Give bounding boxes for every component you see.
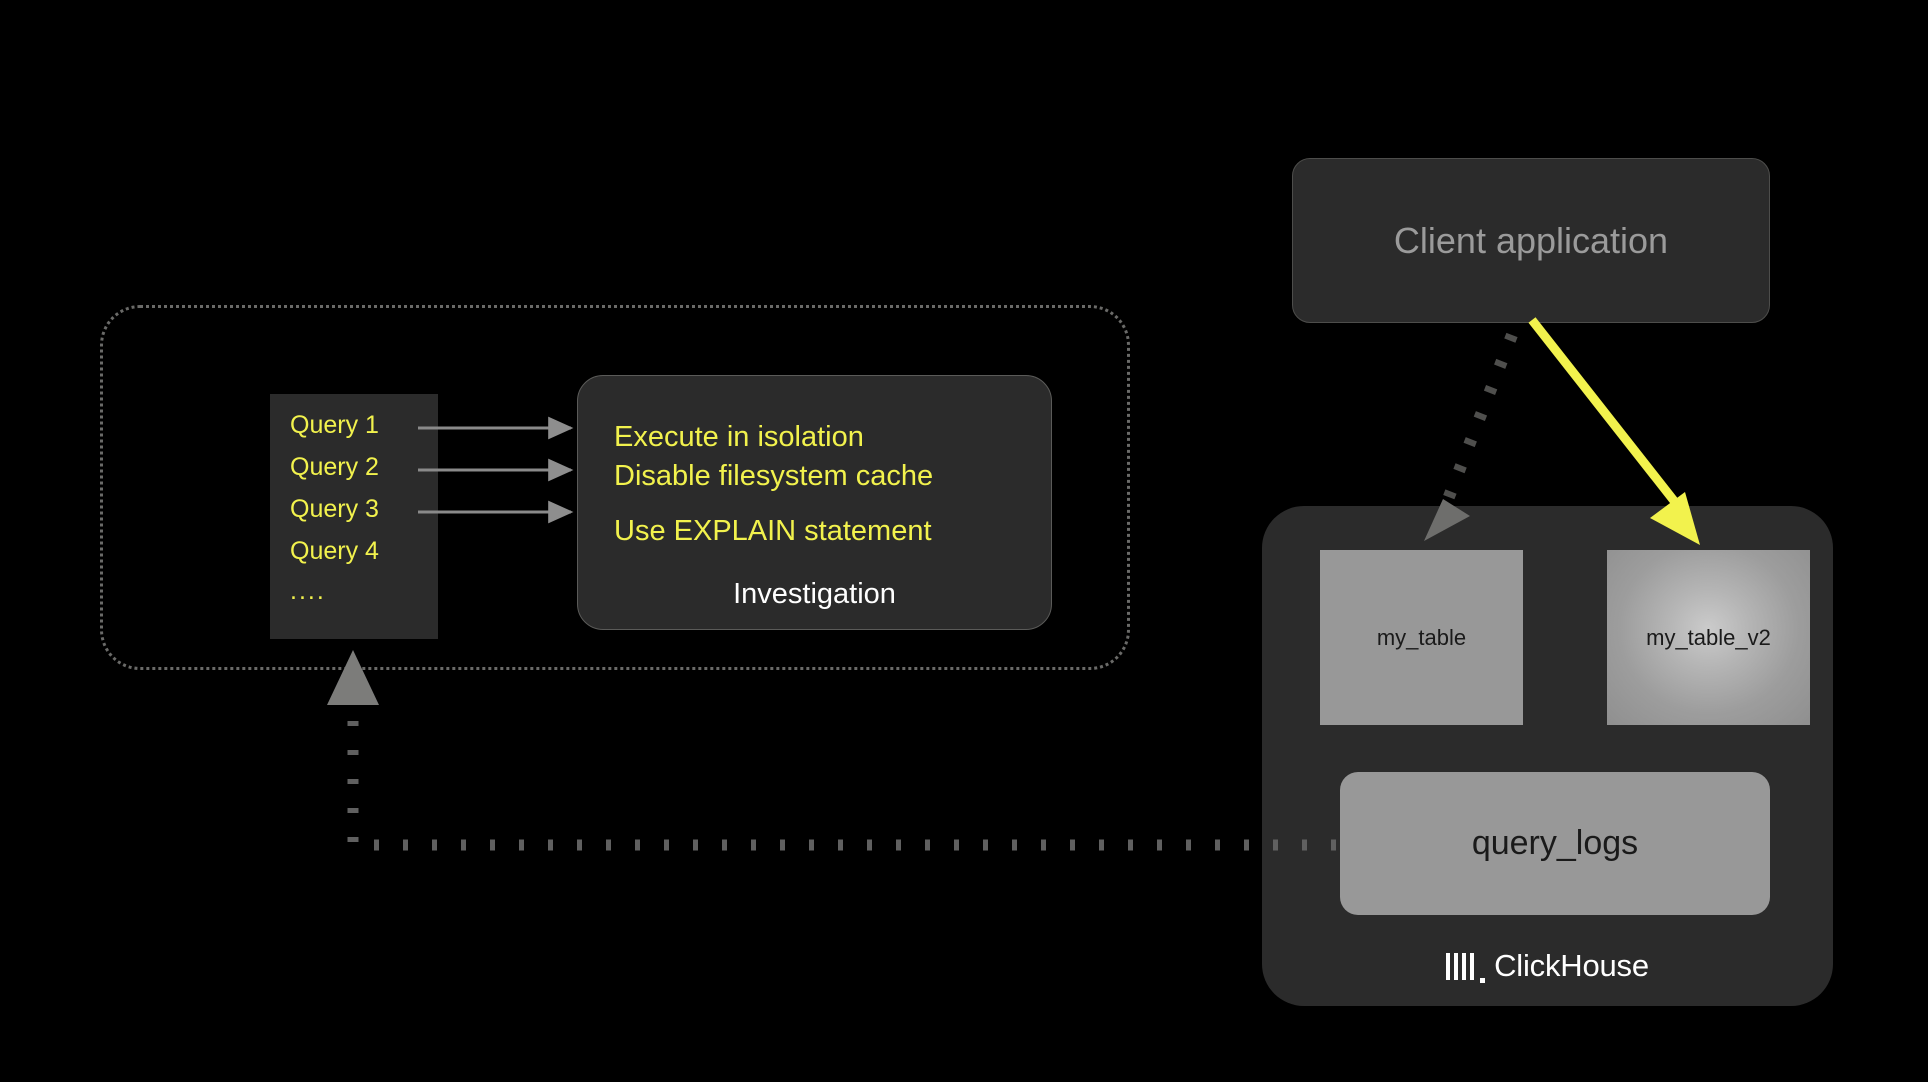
list-item-more[interactable]: ....: [290, 577, 326, 605]
client-application-box[interactable]: Client application: [1292, 158, 1770, 323]
list-item[interactable]: Query 2: [290, 453, 379, 481]
investigation-tips-list: Execute in isolation Disable filesystem …: [578, 376, 1051, 551]
investigation-region-boundary: [100, 305, 1130, 670]
connector-query-logs-to-query-list: [347, 690, 1336, 851]
investigation-tip: Use EXPLAIN statement: [614, 515, 932, 547]
table-box-my-table-v2[interactable]: my_table_v2: [1607, 550, 1810, 725]
connector-client-to-my-table: [1437, 332, 1518, 515]
investigation-tip: Disable filesystem cache: [614, 460, 934, 492]
query-list-panel[interactable]: Query 1 Query 2 Query 3 Query 4 ....: [270, 394, 438, 639]
investigation-panel[interactable]: Execute in isolation Disable filesystem …: [577, 375, 1052, 630]
table-label: query_logs: [1471, 824, 1639, 862]
table-box-my-table[interactable]: my_table: [1320, 550, 1523, 725]
clickhouse-logo: ClickHouse: [1262, 948, 1833, 984]
list-item[interactable]: Query 1: [290, 411, 379, 439]
connector-client-to-my-table-v2: [1528, 317, 1686, 514]
table-box-query-logs[interactable]: query_logs: [1340, 772, 1770, 915]
investigation-panel-caption: Investigation: [733, 578, 896, 610]
clickhouse-panel[interactable]: my_table my_table_v2 query_logs ClickHou…: [1262, 506, 1833, 1006]
list-item[interactable]: Query 4: [290, 537, 379, 565]
clickhouse-logo-icon: [1446, 952, 1475, 980]
clickhouse-brand-label: ClickHouse: [1494, 948, 1649, 983]
investigation-tip: Execute in isolation: [614, 421, 864, 453]
clickhouse-logo-dot-icon: [1480, 978, 1486, 983]
table-label: my_table_v2: [1646, 624, 1771, 650]
client-application-label: Client application: [1393, 219, 1669, 261]
table-label: my_table: [1376, 624, 1467, 650]
list-item[interactable]: Query 3: [290, 495, 379, 523]
